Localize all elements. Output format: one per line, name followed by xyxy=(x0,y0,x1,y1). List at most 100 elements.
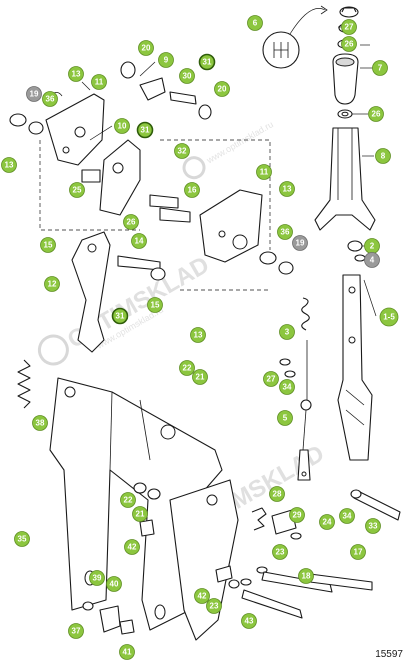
callout-13: 13 xyxy=(68,66,84,82)
callout-badge xyxy=(124,539,140,555)
callout-label: 15 xyxy=(151,301,160,310)
callout-badge xyxy=(68,66,84,82)
callout-label: 29 xyxy=(293,511,302,520)
callout-37: 37 xyxy=(68,623,84,639)
callout-20: 20 xyxy=(138,40,154,56)
callout-label: 15 xyxy=(44,241,53,250)
callout-badge xyxy=(279,324,295,340)
callout-badge xyxy=(1,157,17,173)
callout-21: 21 xyxy=(192,369,208,385)
callout-label: 8 xyxy=(381,152,386,161)
callout-label: 11 xyxy=(95,78,104,87)
callout-badge xyxy=(132,506,148,522)
callout-33: 33 xyxy=(365,518,381,534)
callout-20: 20 xyxy=(214,81,230,97)
callout-label: 1-5 xyxy=(383,313,395,322)
callout-label: 28 xyxy=(273,490,282,499)
callout-label: 36 xyxy=(281,228,290,237)
callout-4: 4 xyxy=(364,252,380,268)
callout-label: 20 xyxy=(142,44,151,53)
callout-label: 13 xyxy=(5,161,14,170)
callout-32: 32 xyxy=(174,143,190,159)
callout-badge xyxy=(247,15,263,31)
callout-badge xyxy=(350,544,366,560)
callout-label: 40 xyxy=(110,580,119,589)
selector-linkage xyxy=(9,61,294,353)
callout-label: 33 xyxy=(369,522,378,531)
callout-label: 27 xyxy=(345,23,354,32)
callout-badge xyxy=(198,53,216,71)
callout-label: 37 xyxy=(72,627,81,636)
callout-14: 14 xyxy=(131,233,147,249)
callout-badge xyxy=(279,181,295,197)
callout-label: 20 xyxy=(218,85,227,94)
callout-21: 21 xyxy=(132,506,148,522)
callout-22: 22 xyxy=(179,360,195,376)
callout-label: 41 xyxy=(123,648,132,657)
callout-9: 9 xyxy=(158,52,174,68)
callout-badge xyxy=(138,40,154,56)
callout-badge xyxy=(184,182,200,198)
callout-badge xyxy=(119,644,135,660)
callout-6: 6 xyxy=(247,15,263,31)
callout-badge xyxy=(123,214,139,230)
callout-label: 17 xyxy=(354,548,363,557)
callout-badge xyxy=(375,148,391,164)
callout-badge xyxy=(136,121,154,139)
callout-label: 26 xyxy=(372,110,381,119)
callout-label: 5 xyxy=(283,414,288,423)
callout-badge xyxy=(194,588,210,604)
callout-badge xyxy=(341,36,357,52)
callout-label: 13 xyxy=(194,331,203,340)
callout-label: 31 xyxy=(141,126,150,135)
callout-badge xyxy=(206,598,222,614)
callout-27: 27 xyxy=(341,19,357,35)
callout-15: 15 xyxy=(147,297,163,313)
callout-badge xyxy=(277,410,293,426)
callout-17: 17 xyxy=(350,544,366,560)
callout-13: 13 xyxy=(1,157,17,173)
callout-31: 31 xyxy=(111,307,129,325)
callout-2: 2 xyxy=(364,238,380,254)
callout-label: 23 xyxy=(276,548,285,557)
callout-badge xyxy=(364,252,380,268)
callout-badge xyxy=(147,297,163,313)
callout-label: 19 xyxy=(296,239,305,248)
callout-29: 29 xyxy=(289,507,305,523)
callout-23: 23 xyxy=(206,598,222,614)
callout-badge xyxy=(32,415,48,431)
callout-badge xyxy=(368,106,384,122)
callout-18: 18 xyxy=(298,568,314,584)
callout-34: 34 xyxy=(279,379,295,395)
callout-43: 43 xyxy=(241,613,257,629)
callout-badge xyxy=(131,233,147,249)
callout-badge xyxy=(106,576,122,592)
callout-label: 30 xyxy=(183,72,192,81)
callout-badge xyxy=(158,52,174,68)
callout-31: 31 xyxy=(198,53,216,71)
callout-badge xyxy=(272,544,288,560)
callout-28: 28 xyxy=(269,486,285,502)
callout-12: 12 xyxy=(44,276,60,292)
callout-label: 24 xyxy=(323,518,332,527)
callout-39: 39 xyxy=(89,570,105,586)
callout-badge xyxy=(279,379,295,395)
callout-badge xyxy=(379,307,399,327)
lower-hardware xyxy=(82,489,401,635)
callout-label: 18 xyxy=(302,572,311,581)
callout-label: 9 xyxy=(164,56,169,65)
callout-26: 26 xyxy=(341,36,357,52)
callout-label: 4 xyxy=(370,256,375,265)
callout-26: 26 xyxy=(368,106,384,122)
callout-15: 15 xyxy=(40,237,56,253)
callout-24: 24 xyxy=(319,514,335,530)
callout-label: 32 xyxy=(178,147,187,156)
callout-36: 36 xyxy=(277,224,293,240)
callout-badge xyxy=(14,531,30,547)
callout-label: 16 xyxy=(188,186,197,195)
callout-badge xyxy=(372,60,388,76)
callout-label: 42 xyxy=(128,543,137,552)
callout-11: 11 xyxy=(91,74,107,90)
callout-label: 13 xyxy=(72,70,81,79)
callout-10: 10 xyxy=(114,118,130,134)
